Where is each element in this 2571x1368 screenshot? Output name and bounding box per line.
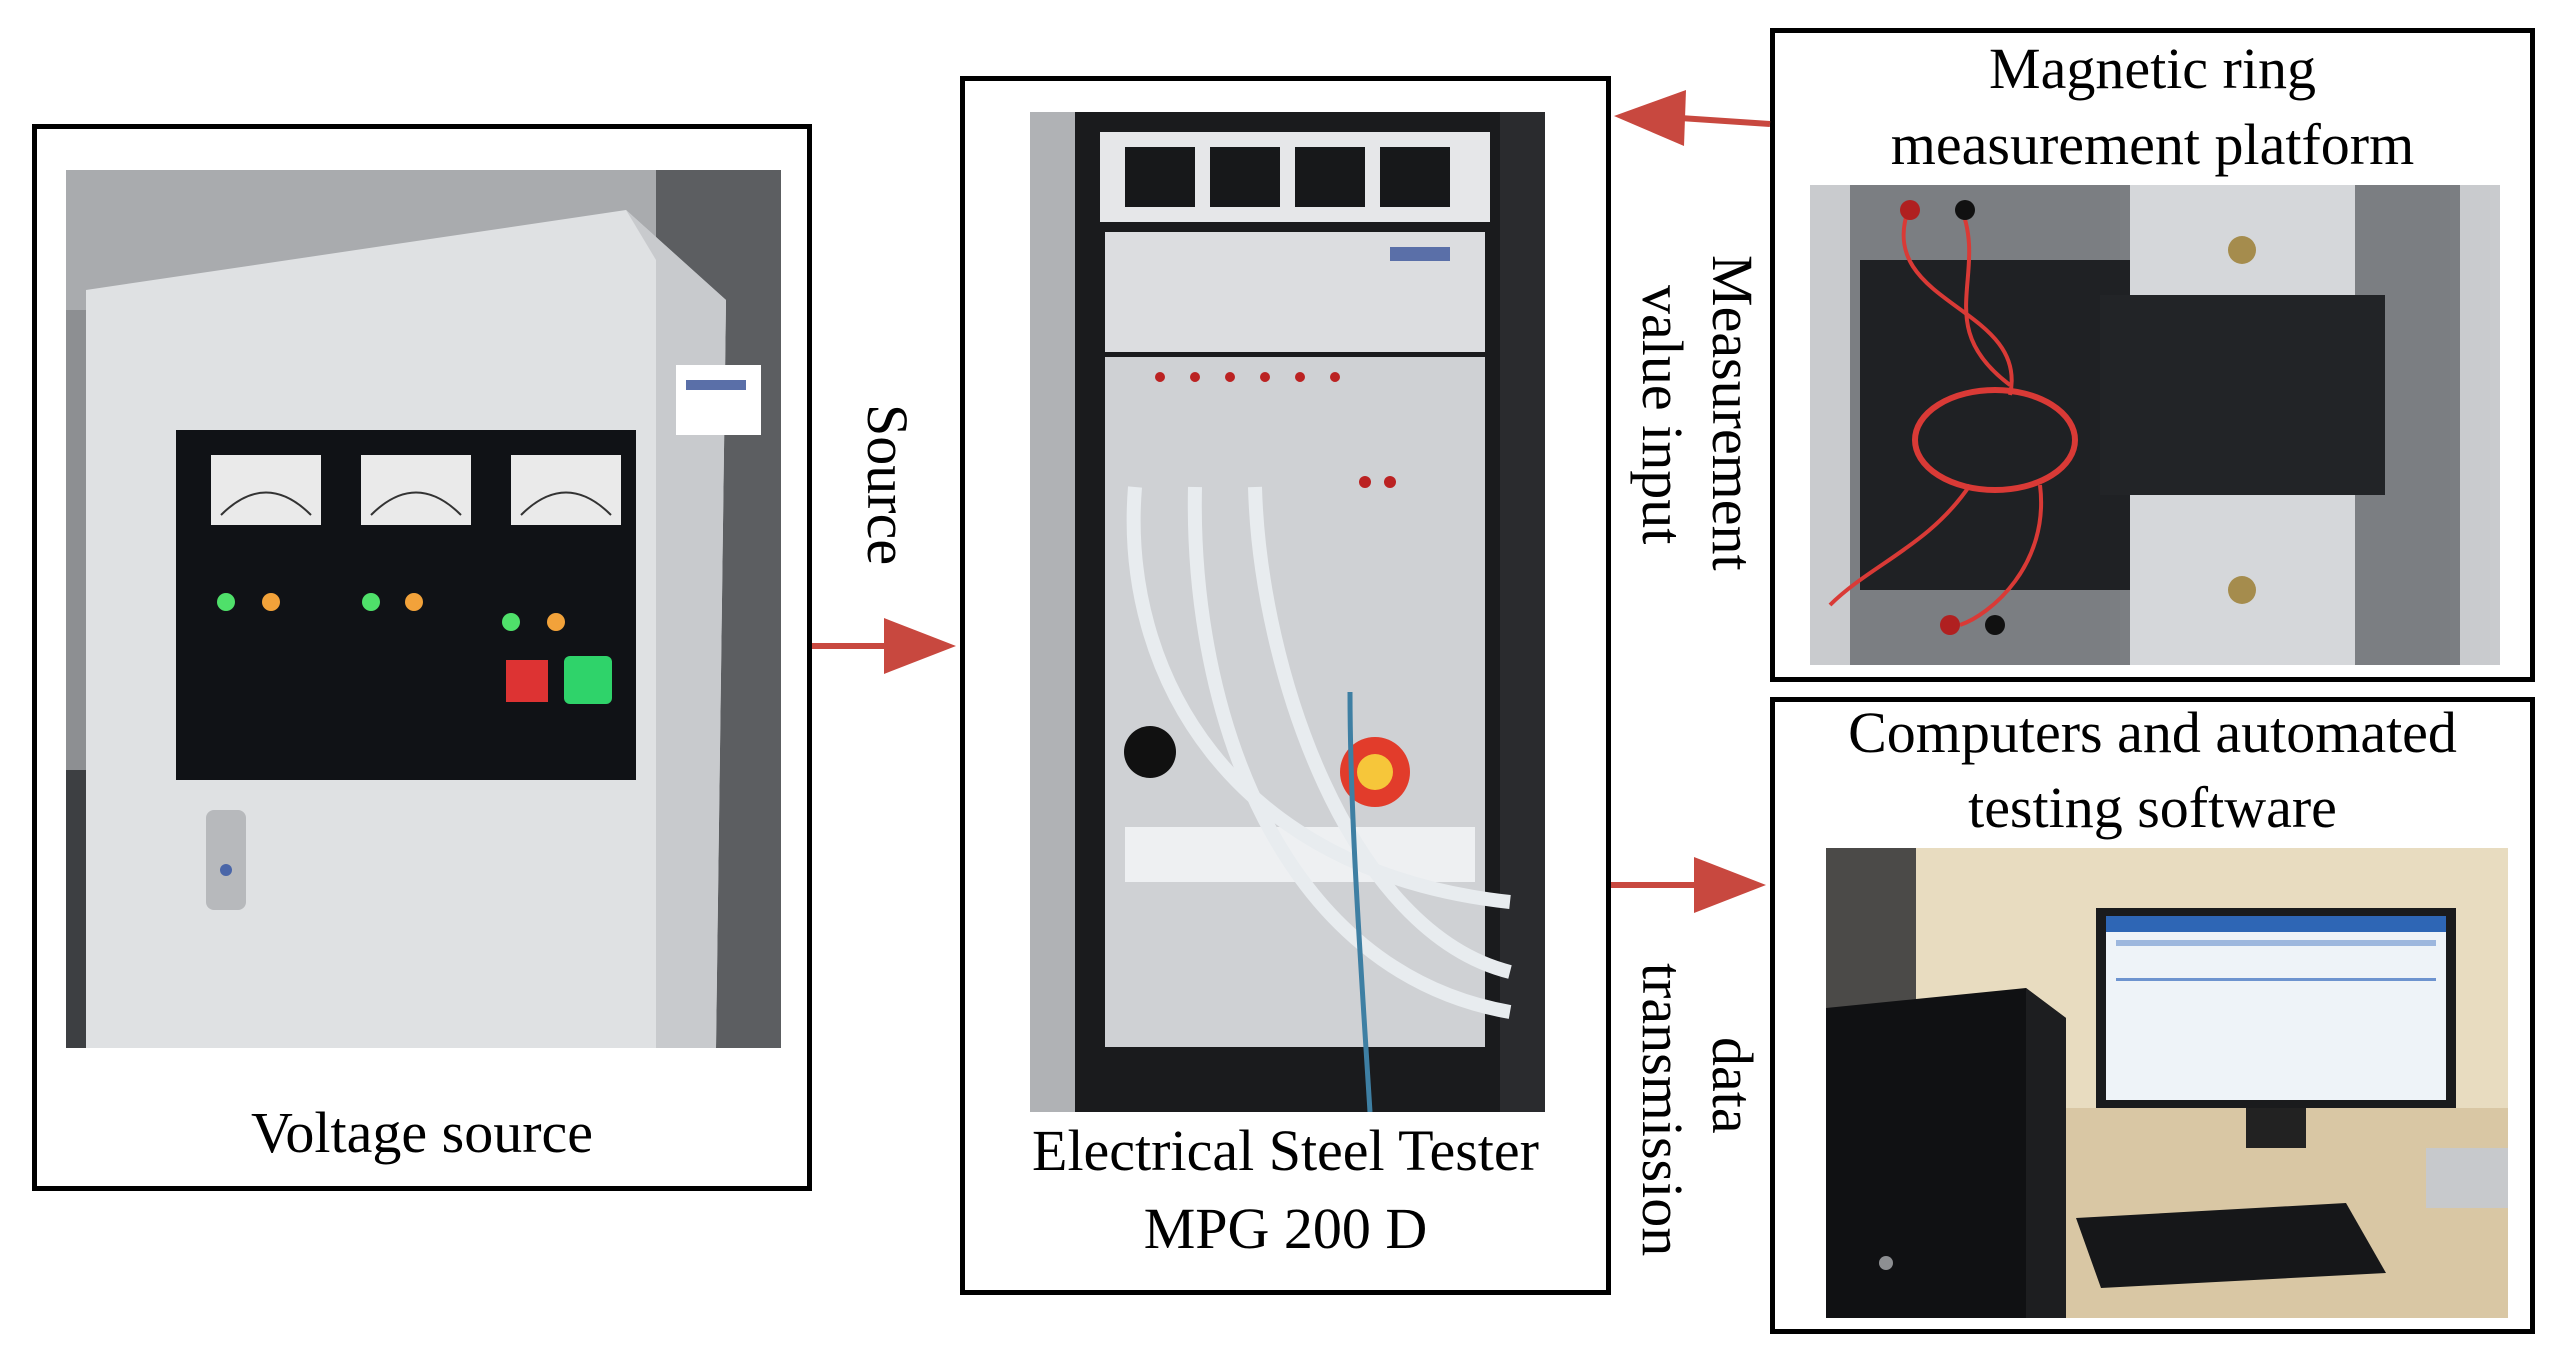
computers-label-line1: Computers and automated (1848, 700, 2457, 765)
computers-photo (1826, 848, 2508, 1318)
ring-platform-label-line2: measurement platform (1890, 112, 2415, 177)
computers-label-line2: testing software (1968, 775, 2337, 840)
ring-platform-photo (1810, 185, 2500, 665)
arrow-source-head (884, 618, 956, 674)
data-label-line2: transmission (1630, 963, 1695, 1257)
arrow-data-head (1694, 857, 1766, 913)
arrow-measurement-head (1614, 90, 1686, 146)
arrow-measurement-shaft (1679, 115, 1771, 127)
tester-label-line1: Electrical Steel Tester (1032, 1118, 1539, 1183)
measurement-label-line1: Measurement (1700, 254, 1765, 571)
measurement-label-line2: value input (1630, 285, 1695, 545)
voltage-source-photo (66, 170, 781, 1048)
voltage-source-label: Voltage source (251, 1100, 593, 1165)
tester-photo (1030, 112, 1545, 1112)
tester-label-line2: MPG 200 D (1143, 1196, 1428, 1261)
ring-platform-label-line1: Magnetic ring (1989, 36, 2316, 101)
data-label-line1: data (1700, 1036, 1765, 1134)
source-connection-label: Source (855, 404, 920, 566)
